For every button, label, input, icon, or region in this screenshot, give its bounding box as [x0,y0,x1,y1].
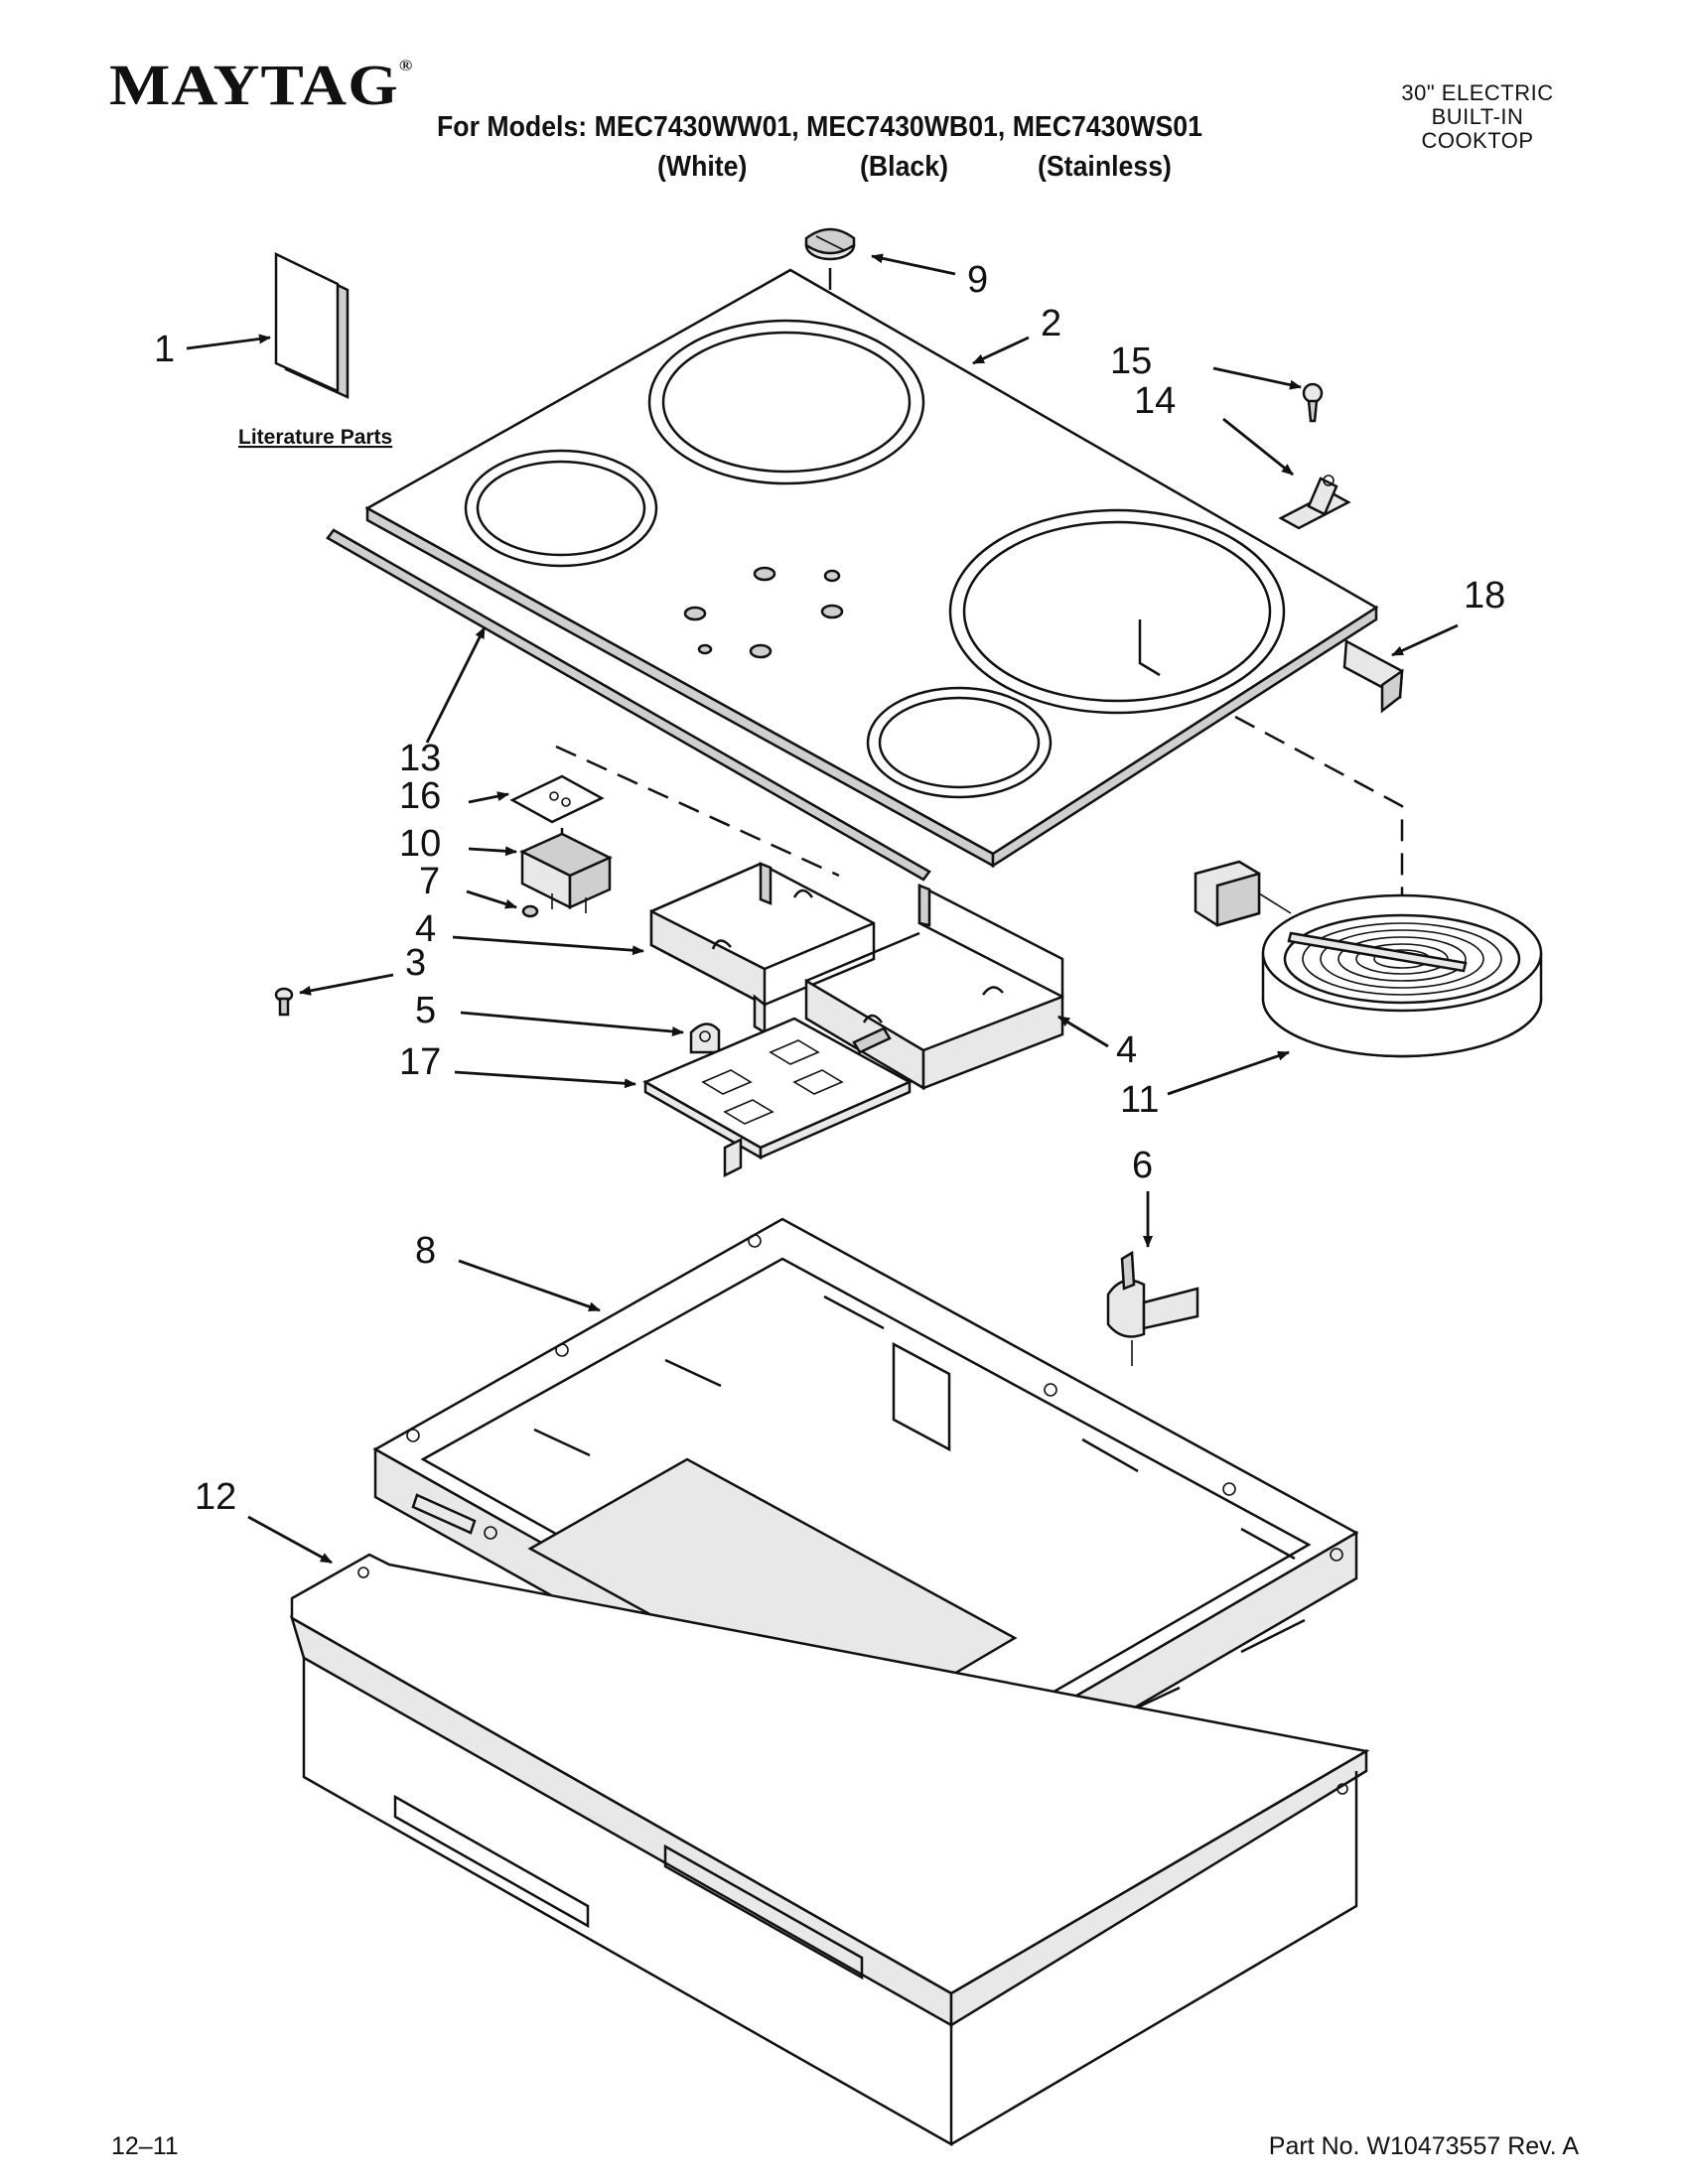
callout-4-left: 4 [415,908,436,950]
bottom-pan [289,1553,1370,2147]
literature-booklet [274,252,350,399]
callout-leaders [186,253,1459,1565]
limiter-switch [1106,1250,1199,1366]
callout-17: 17 [399,1041,441,1083]
callout-3: 3 [405,942,426,984]
callout-13: 13 [399,738,441,779]
callout-6: 6 [1132,1145,1153,1186]
models-line: For Models: MEC7430WW01, MEC7430WB01, ME… [437,111,1202,143]
variant-white: (White) [657,151,748,183]
callout-15: 15 [1110,341,1152,382]
callout-4-right: 4 [1116,1029,1137,1071]
trim-strip [326,528,931,882]
footer-part-number: Part No. W10473557 Rev. A [1268,2132,1579,2160]
screw [1302,382,1324,423]
variant-black: (Black) [860,151,948,183]
callout-2: 2 [1041,303,1061,344]
callout-7: 7 [419,861,440,902]
callout-1: 1 [154,329,175,370]
radiant-element [1194,860,1543,1058]
mounting-clip [1278,475,1351,530]
heat-shield-left [649,862,876,1035]
callout-11: 11 [1120,1079,1159,1121]
nut [521,904,539,918]
variant-stainless: (Stainless) [1038,151,1172,183]
product-type: 30" ELECTRIC BUILT-IN COOKTOP [1378,81,1577,153]
callout-18: 18 [1464,575,1505,616]
callout-16: 16 [399,775,441,817]
spacer [689,1023,721,1054]
registered-mark: ® [398,58,414,74]
callout-10: 10 [399,823,441,865]
product-line-1: 30" ELECTRIC [1401,80,1554,105]
callout-8: 8 [415,1230,436,1272]
brand-name: MAYTAG [109,53,399,117]
product-line-3: COOKTOP [1421,128,1534,153]
literature-parts-label: Literature Parts [238,426,392,449]
callout-14: 14 [1134,380,1176,422]
product-line-2: BUILT-IN [1431,104,1524,129]
switch-insulator [509,774,605,824]
callout-9: 9 [967,259,988,301]
infinite-switch [519,832,613,913]
screw-3 [274,987,294,1017]
knob [804,227,856,261]
callout-numbers: 1 2 3 4 4 5 6 7 8 9 10 11 12 13 14 15 16… [154,259,1505,1518]
callout-12: 12 [195,1476,236,1518]
footer-date: 12–11 [111,2132,179,2160]
side-bracket [1342,638,1404,714]
glass-cooktop [364,268,1379,869]
heat-shield-right [804,883,1064,1091]
brand-logo: MAYTAG® [109,52,413,118]
callout-5: 5 [415,990,436,1031]
switch-bracket [642,1017,913,1178]
